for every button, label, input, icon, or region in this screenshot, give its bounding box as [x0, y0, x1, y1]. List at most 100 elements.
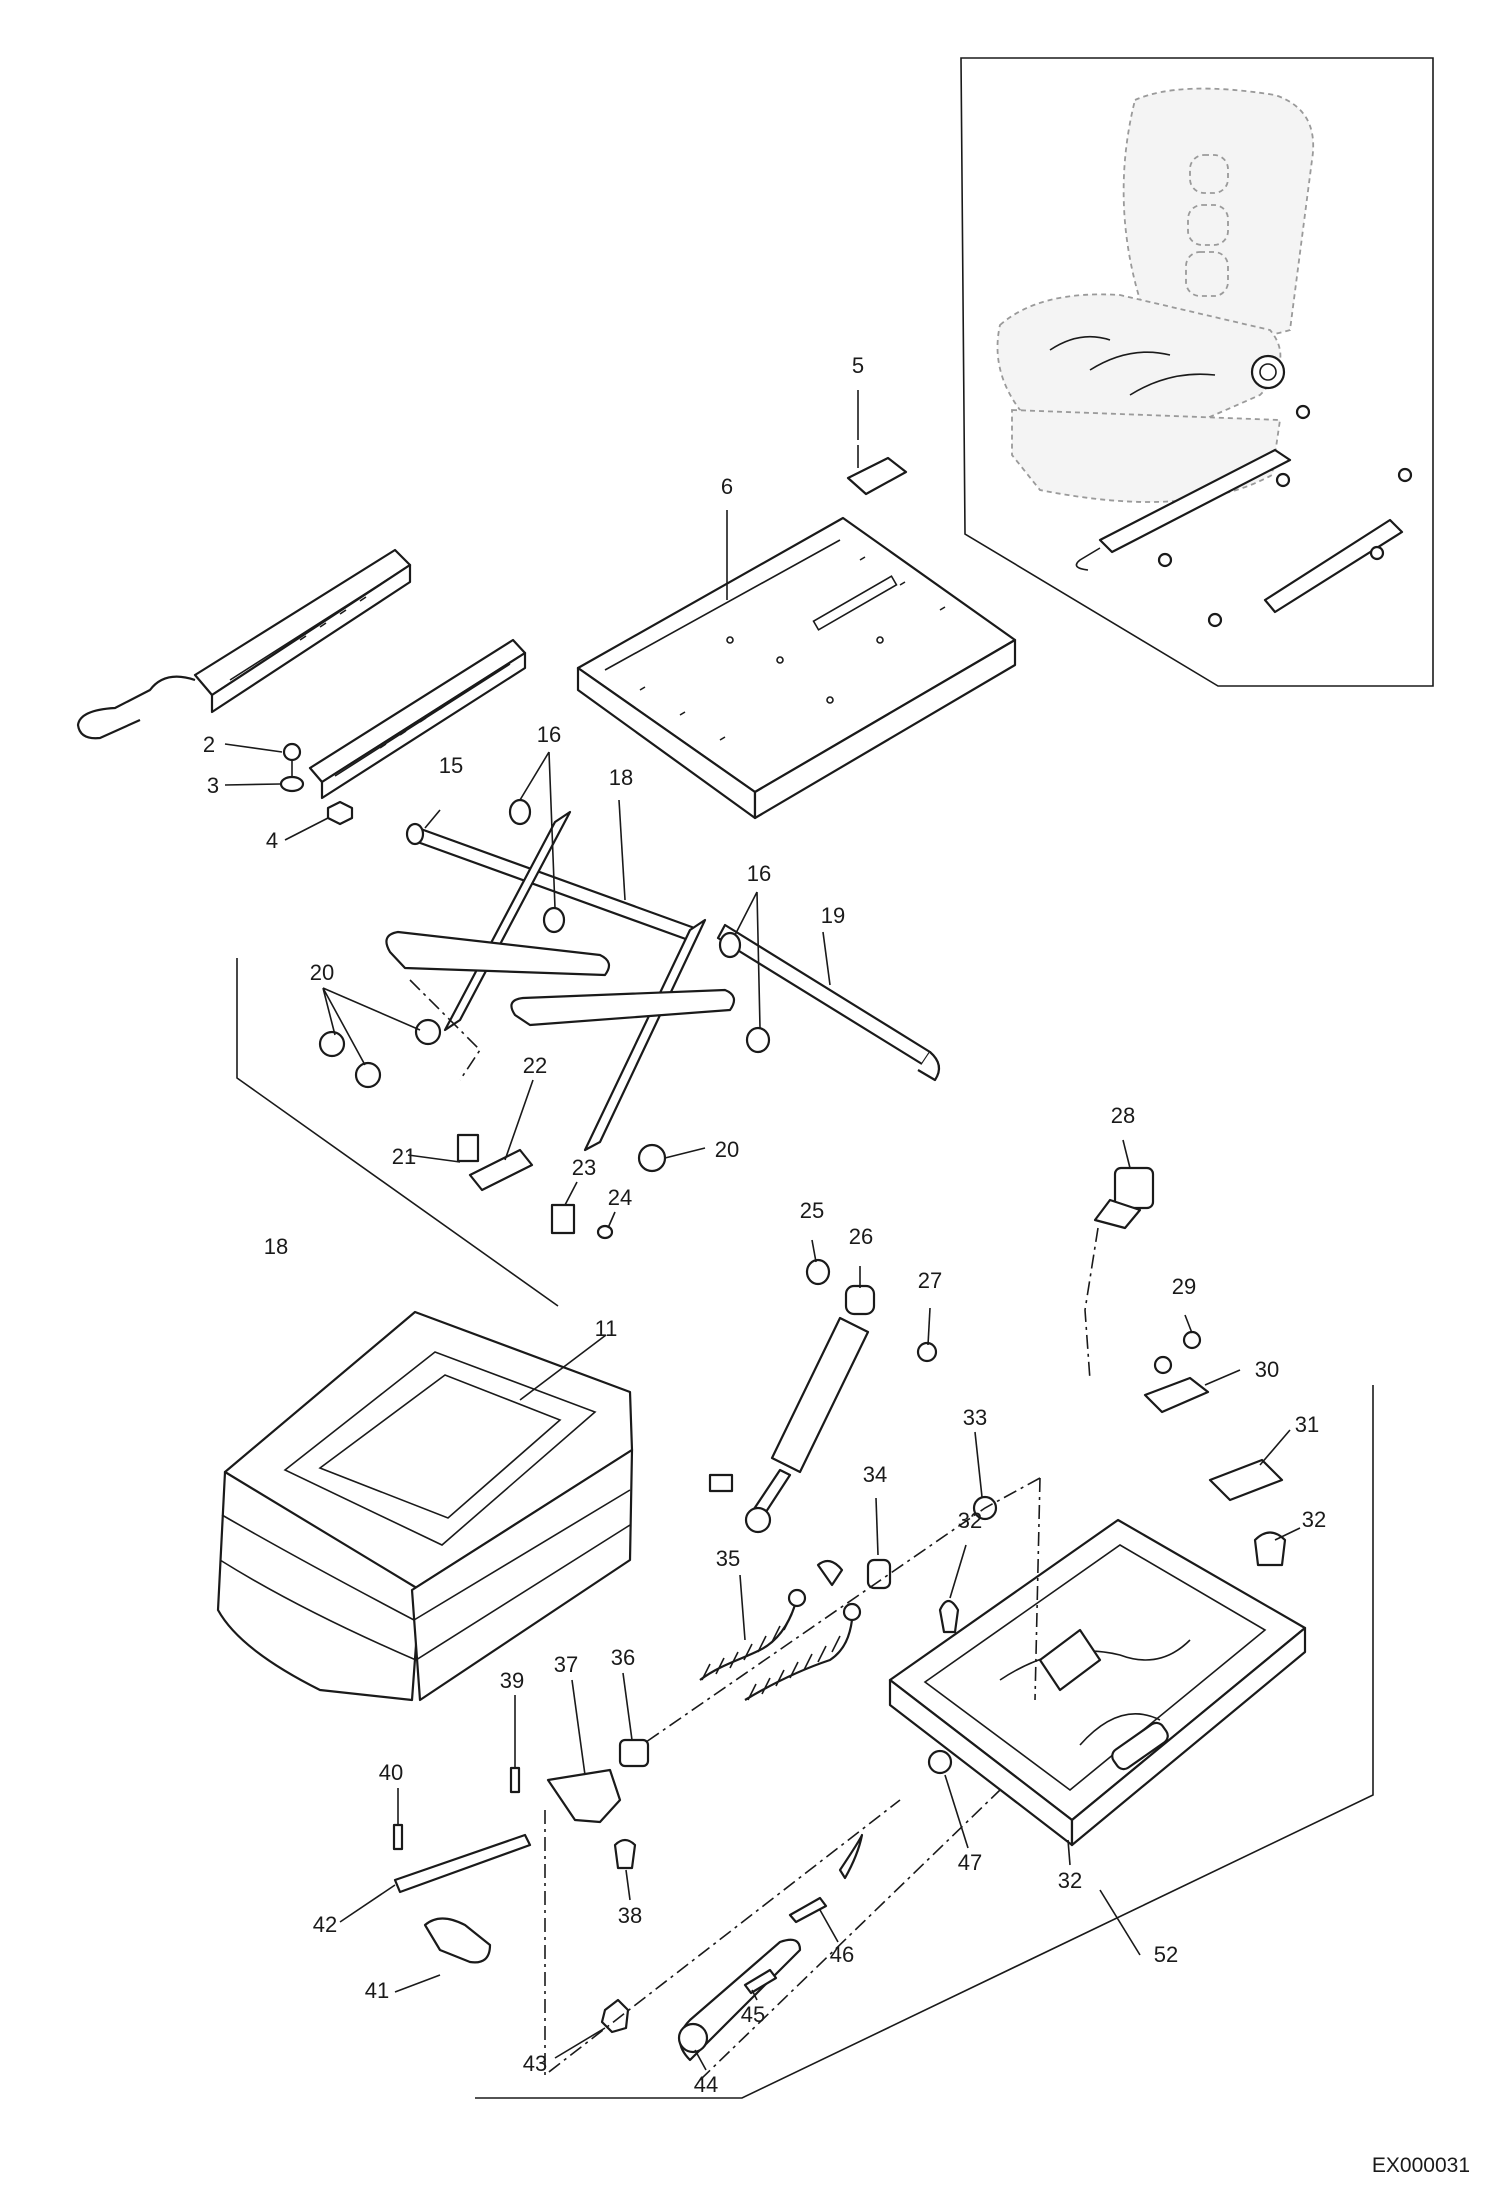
callout-40: 40	[379, 1760, 403, 1785]
part-20-roller-1	[414, 1018, 442, 1046]
inset-suspension	[1011, 409, 1282, 503]
parts-39-42-handle	[392, 1766, 532, 1964]
callout-37: 37	[554, 1652, 578, 1677]
part-16-bushing-3	[718, 931, 742, 959]
callout-5: 5	[852, 353, 864, 378]
part-38-knob	[613, 1838, 637, 1870]
part-20-roller-3	[354, 1061, 382, 1089]
part-3-washer	[279, 775, 305, 793]
part-16-bushing-2	[542, 906, 566, 934]
leader-lines	[224, 390, 1301, 2071]
callout-20-left: 20	[310, 960, 334, 985]
callout-30: 30	[1255, 1357, 1279, 1382]
callouts: 2 3 4 5 6 15 16 18 16 19 20 20 22 21 23 …	[203, 353, 1326, 2097]
release-handle	[76, 675, 196, 740]
callout-44: 44	[694, 2072, 718, 2097]
callout-16-upper: 16	[537, 722, 561, 747]
part-45-link	[743, 1968, 778, 1995]
inset-rail-lower	[1263, 518, 1404, 614]
part-24-nut	[596, 1224, 614, 1240]
callout-16-right: 16	[747, 861, 771, 886]
callout-23: 23	[572, 1155, 596, 1180]
callout-3: 3	[207, 773, 219, 798]
callout-42: 42	[313, 1912, 337, 1937]
callout-26: 26	[849, 1224, 873, 1249]
assembled-seat-inset	[960, 57, 1434, 687]
parts-43-47	[600, 1749, 953, 2062]
group-18-bracket	[236, 958, 559, 1307]
callout-32-mid: 32	[958, 1508, 982, 1533]
callout-39: 39	[500, 1668, 524, 1693]
part-21-clip	[456, 1133, 480, 1163]
part-29-bolt	[1182, 1330, 1202, 1350]
part-34-bracket	[866, 1558, 892, 1590]
part-16-bushing-1	[508, 798, 532, 826]
callout-38: 38	[618, 1903, 642, 1928]
callout-29: 29	[1172, 1274, 1196, 1299]
callout-41: 41	[365, 1978, 389, 2003]
parts-33-34	[816, 1495, 998, 1590]
part-52-base-frame	[888, 1518, 1307, 1847]
part-20-roller-5	[637, 1143, 667, 1173]
callout-32-right: 32	[1302, 1507, 1326, 1532]
damper-body	[770, 1316, 870, 1474]
inset-rail-upper	[1098, 448, 1292, 554]
part-23-plate	[550, 1203, 576, 1235]
part-40-pin	[392, 1823, 404, 1851]
part-42-rod	[393, 1833, 532, 1894]
part-25-bolt	[805, 1258, 831, 1286]
callout-6: 6	[721, 474, 733, 499]
part-35-spring-lower	[744, 1602, 862, 1701]
scissor-assembly	[318, 798, 941, 1173]
part-37-lever	[546, 1768, 622, 1824]
callout-18-lower: 18	[264, 1234, 288, 1259]
callout-25: 25	[800, 1198, 824, 1223]
scissor-link-lower	[510, 988, 736, 1027]
part-22-bracket	[468, 1148, 534, 1192]
part-31-pad	[1208, 1458, 1284, 1502]
callout-46: 46	[830, 1942, 854, 1967]
part-2-bolt	[282, 742, 302, 778]
callout-52: 52	[1154, 1942, 1178, 1967]
callout-2: 2	[203, 732, 215, 757]
callout-34: 34	[863, 1462, 887, 1487]
part-20-roller-4	[745, 1026, 771, 1054]
slide-rail-right	[308, 638, 527, 800]
callout-43: 43	[523, 2051, 547, 2076]
parts-29-30	[1143, 1330, 1210, 1414]
part-11-housing	[216, 1310, 634, 1702]
callout-33: 33	[963, 1405, 987, 1430]
bracket-parts-21-24	[456, 1133, 614, 1240]
callout-21: 21	[392, 1144, 416, 1169]
callout-4: 4	[266, 828, 278, 853]
callout-28: 28	[1111, 1103, 1135, 1128]
group-52-bracket	[475, 1385, 1374, 2099]
scissor-arm-2	[583, 918, 707, 1152]
callout-35: 35	[716, 1546, 740, 1571]
part-6-seat-plate	[576, 516, 1017, 820]
part-41-grip	[423, 1917, 492, 1964]
callout-45: 45	[741, 2002, 765, 2027]
part-28-fitting	[1084, 1166, 1155, 1381]
part-35-spring-upper	[699, 1588, 807, 1681]
part-44-roller	[677, 2022, 709, 2054]
scissor-link-upper	[385, 930, 611, 977]
inset-frame	[960, 57, 1434, 687]
callout-47: 47	[958, 1850, 982, 1875]
part-20-roller-2	[318, 1030, 346, 1058]
part-43-nut	[600, 1998, 630, 2034]
callout-19: 19	[821, 903, 845, 928]
callout-36: 36	[611, 1645, 635, 1670]
drawing-code: EX000031	[1371, 2154, 1470, 2177]
part-5-cover-plate	[846, 445, 908, 496]
part-30-plate	[1143, 1376, 1210, 1414]
part-4-nut	[326, 800, 354, 826]
slide-rail-left	[76, 548, 412, 740]
parts-36-37-lever	[546, 1738, 650, 1824]
part-47-nut	[927, 1749, 953, 1775]
callout-27: 27	[918, 1268, 942, 1293]
callout-20-right: 20	[715, 1137, 739, 1162]
part-32-bumper-a	[1253, 1531, 1287, 1567]
part-46-link	[788, 1896, 828, 1924]
